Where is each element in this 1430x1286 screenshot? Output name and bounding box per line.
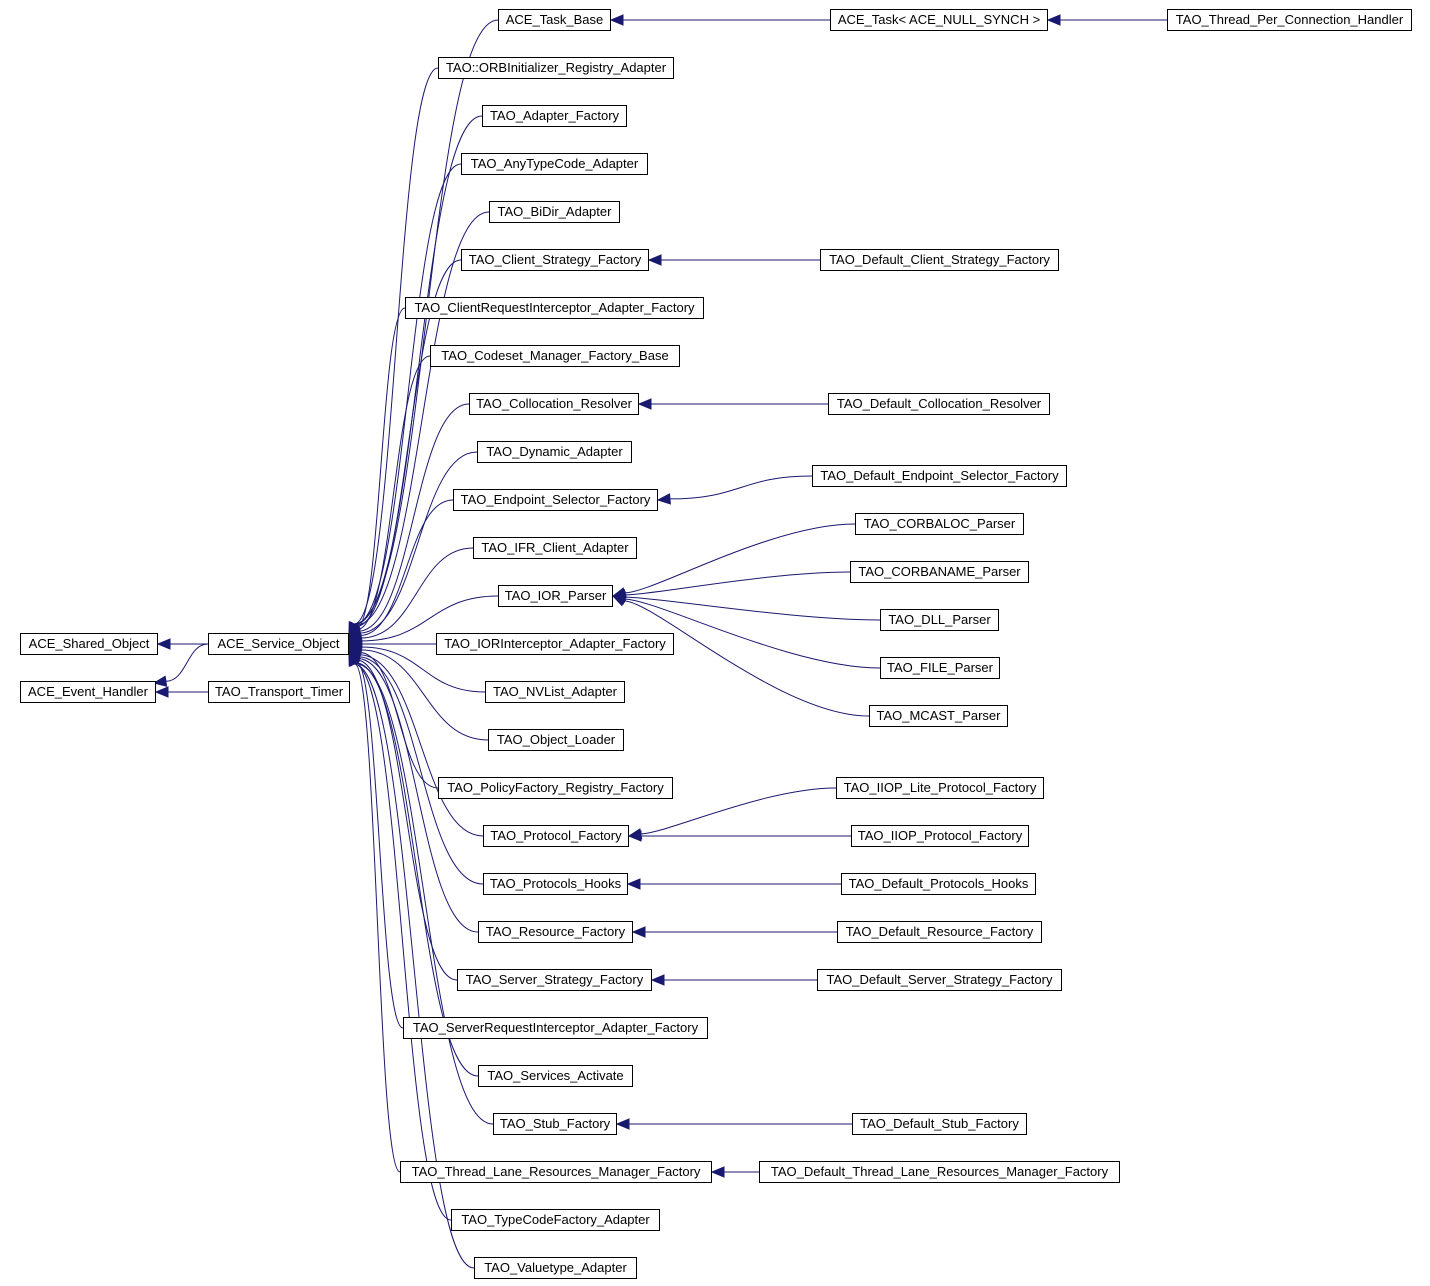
inheritance-arrowhead — [626, 878, 641, 890]
inheritance-arrowhead — [637, 398, 652, 410]
inheritance-arrowhead — [611, 595, 627, 607]
node-tao-orbinitializer-registry-adapter[interactable]: TAO::ORBInitializer_Registry_Adapter — [438, 57, 674, 79]
node-tao-collocation-resolver[interactable]: TAO_Collocation_Resolver — [469, 393, 639, 415]
inheritance-arrowhead — [609, 14, 624, 26]
inheritance-edge — [354, 163, 462, 626]
node-tao-stub-factory[interactable]: TAO_Stub_Factory — [493, 1113, 617, 1135]
node-tao-default-endpoint-selector-factory[interactable]: TAO_Default_Endpoint_Selector_Factory — [812, 465, 1067, 487]
inheritance-arrowhead — [1046, 14, 1061, 26]
inheritance-edge — [354, 663, 452, 1221]
inheritance-edge — [355, 662, 479, 1077]
inheritance-edge — [355, 259, 462, 628]
inheritance-edge — [357, 657, 479, 933]
node-tao-default-protocols-hooks[interactable]: TAO_Default_Protocols_Hooks — [841, 873, 1036, 895]
node-tao-thread-lane-resources-manager-factory[interactable]: TAO_Thread_Lane_Resources_Manager_Factor… — [400, 1161, 712, 1183]
node-tao-valuetype-adapter[interactable]: TAO_Valuetype_Adapter — [474, 1257, 637, 1279]
inheritance-edge — [356, 659, 458, 981]
node-tao-object-loader[interactable]: TAO_Object_Loader — [488, 729, 624, 751]
inheritance-edge — [355, 660, 404, 1029]
inheritance-edge — [359, 499, 454, 637]
node-tao-anytypecode-adapter[interactable]: TAO_AnyTypeCode_Adapter — [461, 153, 648, 175]
node-tao-default-resource-factory[interactable]: TAO_Default_Resource_Factory — [837, 921, 1042, 943]
inheritance-edge — [353, 67, 439, 625]
inheritance-edge — [624, 596, 881, 621]
inheritance-arrowhead — [152, 675, 168, 687]
node-tao-endpoint-selector-factory[interactable]: TAO_Endpoint_Selector_Factory — [453, 489, 658, 511]
inheritance-edge — [354, 662, 494, 1125]
inheritance-edge — [640, 787, 837, 835]
node-tao-bidir-adapter[interactable]: TAO_BiDir_Adapter — [489, 201, 620, 223]
inheritance-edge — [357, 656, 484, 885]
inheritance-arrowhead — [656, 493, 671, 505]
inheritance-edge — [354, 115, 483, 625]
node-tao-dynamic-adapter[interactable]: TAO_Dynamic_Adapter — [477, 441, 632, 463]
node-tao-iiop-protocol-factory[interactable]: TAO_IIOP_Protocol_Factory — [851, 825, 1029, 847]
node-tao-serverrequestinterceptor-adapter-factory[interactable]: TAO_ServerRequestInterceptor_Adapter_Fac… — [403, 1017, 708, 1039]
inheritance-edge — [358, 451, 478, 634]
inheritance-edge — [354, 663, 401, 1173]
inheritance-edge — [165, 643, 209, 682]
inheritance-arrowhead — [650, 974, 665, 986]
node-tao-default-server-strategy-factory[interactable]: TAO_Default_Server_Strategy_Factory — [817, 969, 1062, 991]
inheritance-edge — [360, 646, 486, 693]
node-tao-protocol-factory[interactable]: TAO_Protocol_Factory — [483, 825, 629, 847]
inheritance-edge — [624, 571, 851, 596]
inheritance-edge — [358, 654, 484, 837]
inheritance-edge — [624, 523, 856, 594]
inheritance-arrowhead — [647, 254, 662, 266]
inheritance-edge — [355, 211, 490, 626]
node-tao-resource-factory[interactable]: TAO_Resource_Factory — [478, 921, 633, 943]
node-tao-default-stub-factory[interactable]: TAO_Default_Stub_Factory — [852, 1113, 1027, 1135]
inheritance-edge — [669, 475, 813, 500]
node-ace-service-object[interactable]: ACE_Service_Object — [208, 633, 349, 655]
node-tao-mcast-parser[interactable]: TAO_MCAST_Parser — [869, 705, 1008, 727]
inheritance-edge — [353, 663, 475, 1269]
node-tao-server-strategy-factory[interactable]: TAO_Server_Strategy_Factory — [457, 969, 652, 991]
node-tao-iiop-lite-protocol-factory[interactable]: TAO_IIOP_Lite_Protocol_Factory — [836, 777, 1044, 799]
node-tao-transport-timer[interactable]: TAO_Transport_Timer — [208, 681, 350, 703]
node-tao-protocols-hooks[interactable]: TAO_Protocols_Hooks — [483, 873, 628, 895]
inheritance-edge — [624, 598, 881, 669]
node-ace-event-handler[interactable]: ACE_Event_Handler — [20, 681, 156, 703]
node-tao-nvlist-adapter[interactable]: TAO_NVList_Adapter — [485, 681, 625, 703]
node-tao-policyfactory-registry-factory[interactable]: TAO_PolicyFactory_Registry_Factory — [438, 777, 673, 799]
inheritance-arrowhead — [154, 686, 169, 698]
node-ace-task-null-synch[interactable]: ACE_Task< ACE_NULL_SYNCH > — [830, 9, 1048, 31]
node-tao-corbaloc-parser[interactable]: TAO_CORBALOC_Parser — [855, 513, 1024, 535]
inheritance-arrowhead — [348, 651, 360, 667]
node-tao-default-collocation-resolver[interactable]: TAO_Default_Collocation_Resolver — [828, 393, 1050, 415]
inheritance-edge — [623, 600, 870, 717]
inheritance-edge — [357, 403, 470, 632]
node-tao-client-strategy-factory[interactable]: TAO_Client_Strategy_Factory — [461, 249, 649, 271]
inheritance-arrowhead — [156, 638, 171, 650]
inheritance-arrowhead — [615, 1118, 630, 1130]
node-tao-ifr-client-adapter[interactable]: TAO_IFR_Client_Adapter — [473, 537, 637, 559]
inheritance-edge — [357, 355, 431, 631]
node-tao-typecodefactory-adapter[interactable]: TAO_TypeCodeFactory_Adapter — [451, 1209, 660, 1231]
node-tao-adapter-factory[interactable]: TAO_Adapter_Factory — [482, 105, 627, 127]
inheritance-edge — [360, 595, 499, 642]
node-tao-ior-parser[interactable]: TAO_IOR_Parser — [498, 585, 613, 607]
node-tao-default-thread-lane-resources-manager-factory[interactable]: TAO_Default_Thread_Lane_Resources_Manage… — [759, 1161, 1120, 1183]
node-tao-thread-per-connection-handler[interactable]: TAO_Thread_Per_Connection_Handler — [1167, 9, 1412, 31]
node-tao-default-client-strategy-factory[interactable]: TAO_Default_Client_Strategy_Factory — [820, 249, 1059, 271]
node-ace-task-base[interactable]: ACE_Task_Base — [498, 9, 611, 31]
inheritance-edge — [356, 307, 406, 629]
inheritance-edge — [360, 547, 474, 639]
node-tao-clientrequestinterceptor-adapter-factory[interactable]: TAO_ClientRequestInterceptor_Adapter_Fac… — [405, 297, 704, 319]
inheritance-arrowhead — [710, 1166, 725, 1178]
inheritance-edge — [360, 649, 489, 741]
node-ace-shared-object[interactable]: ACE_Shared_Object — [20, 633, 158, 655]
inheritance-arrowhead — [627, 830, 642, 842]
node-tao-iorinterceptor-adapter-factory[interactable]: TAO_IORInterceptor_Adapter_Factory — [436, 633, 674, 655]
node-tao-codeset-manager-factory-base[interactable]: TAO_Codeset_Manager_Factory_Base — [430, 345, 680, 367]
inheritance-arrowhead — [631, 926, 646, 938]
node-tao-file-parser[interactable]: TAO_FILE_Parser — [880, 657, 1000, 679]
node-tao-corbaname-parser[interactable]: TAO_CORBANAME_Parser — [850, 561, 1029, 583]
node-tao-services-activate[interactable]: TAO_Services_Activate — [478, 1065, 633, 1087]
node-tao-dll-parser[interactable]: TAO_DLL_Parser — [880, 609, 999, 631]
